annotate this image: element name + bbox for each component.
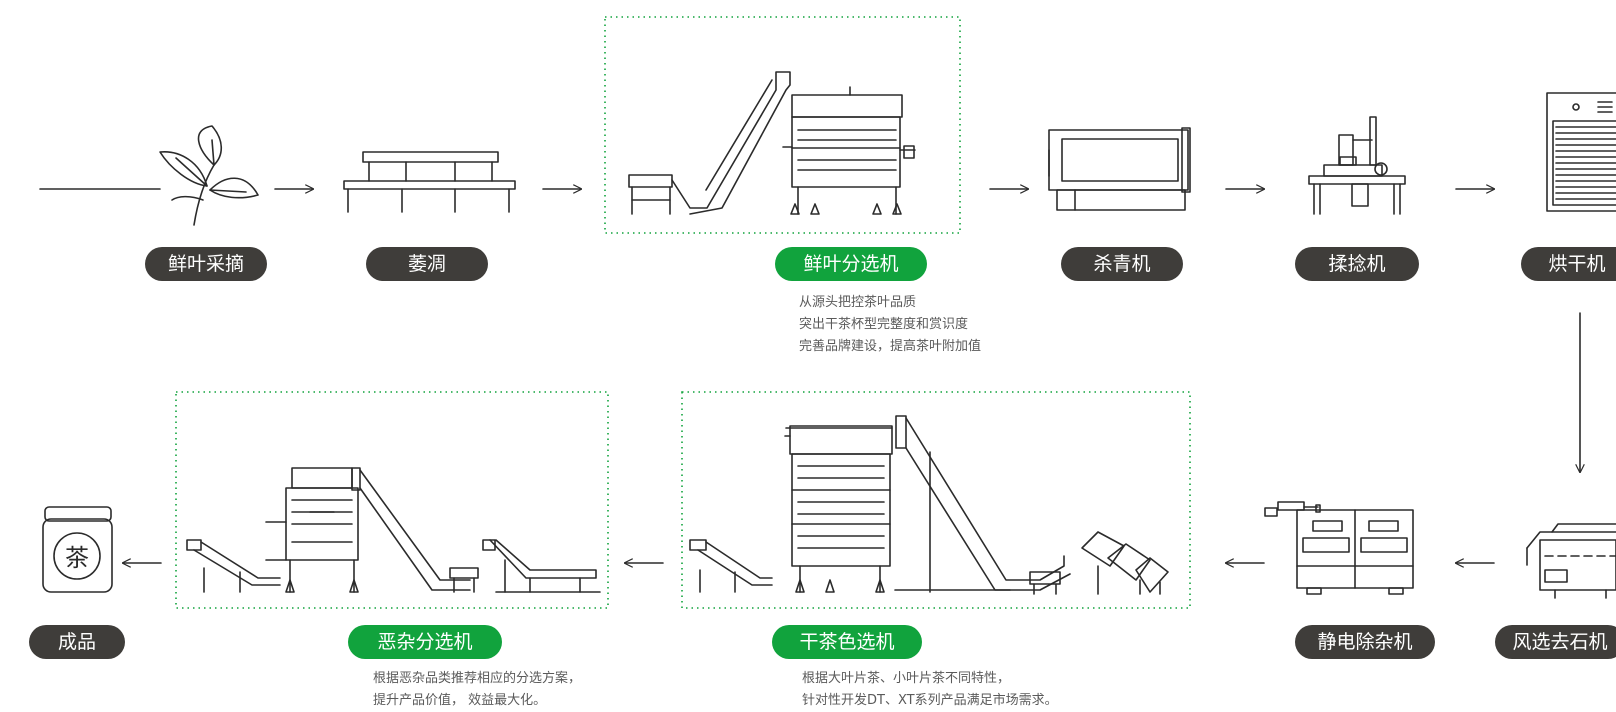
electrostatic-machine-icon bbox=[1264, 501, 1414, 595]
description-line: 针对性开发DT、XT系列产品满足市场需求。 bbox=[802, 693, 1058, 708]
step-label-fresh-leaf-picking: 鲜叶采摘 bbox=[145, 247, 267, 281]
step-label-electrostatic-machine: 静电除杂机 bbox=[1295, 625, 1435, 659]
impurity-sorter-description: 根据恶杂品类推荐相应的分选方案， 提升产品价值， 效益最大化。 bbox=[373, 668, 581, 712]
tea-leaf-icon bbox=[159, 125, 259, 226]
impurity-sorter-icon bbox=[186, 467, 601, 593]
fresh-leaf-sorter-description: 从源头把控茶叶品质 突出干茶杯型完整度和赏识度 完善品牌建设，提高茶叶附加值 bbox=[799, 292, 981, 358]
dryer-icon bbox=[1546, 92, 1616, 212]
description-line: 提升产品价值， 效益最大化。 bbox=[373, 693, 547, 708]
winnowing-machine-icon bbox=[1526, 523, 1616, 599]
step-label-fresh-leaf-sorter: 鲜叶分选机 bbox=[775, 247, 927, 281]
step-label-impurity-sorter: 恶杂分选机 bbox=[348, 625, 502, 659]
fresh-leaf-sorter-machine-icon bbox=[628, 71, 916, 215]
description-line: 根据大叶片茶、小叶片茶不同特性， bbox=[802, 671, 1011, 686]
tea-jar-character: 茶 bbox=[65, 544, 89, 572]
step-label-dryer: 烘干机 bbox=[1521, 247, 1616, 281]
tea-jar-icon bbox=[42, 506, 113, 593]
fixing-machine-icon bbox=[1048, 127, 1191, 211]
fresh-leaf-sorter-box bbox=[604, 16, 961, 234]
color-sorter-box bbox=[681, 391, 1191, 609]
description-line: 突出干茶杯型完整度和赏识度 bbox=[799, 317, 969, 332]
dry-tea-color-sorter-description: 根据大叶片茶、小叶片茶不同特性， 针对性开发DT、XT系列产品满足市场需求。 bbox=[802, 668, 1058, 712]
dry-tea-color-sorter-icon bbox=[689, 415, 1169, 595]
step-label-fixing-machine: 杀青机 bbox=[1061, 247, 1183, 281]
description-line: 从源头把控茶叶品质 bbox=[799, 295, 917, 310]
step-label-rolling-machine: 揉捻机 bbox=[1295, 247, 1419, 281]
rolling-machine-icon bbox=[1308, 116, 1406, 215]
step-label-dry-tea-color-sorter: 干茶色选机 bbox=[772, 625, 922, 659]
step-label-finished-product: 成品 bbox=[29, 625, 125, 659]
step-label-winnowing-machine: 风选去石机 bbox=[1495, 625, 1616, 659]
step-label-withering: 萎凋 bbox=[366, 247, 488, 281]
impurity-sorter-box bbox=[175, 391, 609, 609]
description-line: 完善品牌建设，提高茶叶附加值 bbox=[799, 339, 982, 354]
withering-rack-icon bbox=[343, 151, 516, 213]
description-line: 根据恶杂品类推荐相应的分选方案， bbox=[373, 671, 582, 686]
